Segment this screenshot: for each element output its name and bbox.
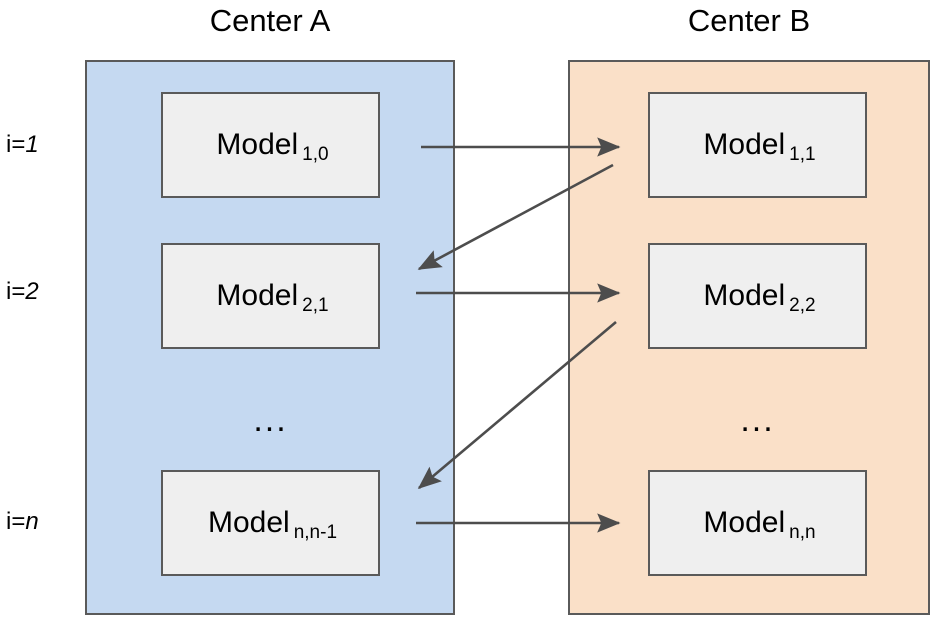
iteration-index: 2 [25,278,39,305]
ellipsis-center-a: ... [253,401,288,439]
ellipsis-center-b: ... [740,401,775,439]
iteration-index: 1 [25,131,39,158]
model-subscript: 2,1 [302,295,329,316]
model-subscript: n,n [789,522,816,543]
model-name: Model [216,128,299,161]
iteration-prefix: i= [6,508,26,535]
iteration-label-2: i=2 [6,278,80,306]
iteration-prefix: i= [6,131,26,158]
iteration-index: n [25,508,39,535]
model-name: Model [207,506,290,539]
iteration-prefix: i= [6,278,26,305]
iteration-label-n: i=n [6,508,80,536]
model-subscript: 2,2 [789,295,816,316]
model-subscript: 1,1 [789,144,816,165]
column-title-center-a: Center A [209,3,331,38]
model-subscript: n,n-1 [293,522,338,543]
model-name: Model [703,128,786,161]
model-name: Model [216,279,299,312]
column-title-center-b: Center B [687,3,811,38]
model-name: Model [703,279,786,312]
iteration-label-1: i=1 [6,131,80,159]
model-subscript: 1,0 [302,144,329,165]
model-name: Model [703,506,786,539]
